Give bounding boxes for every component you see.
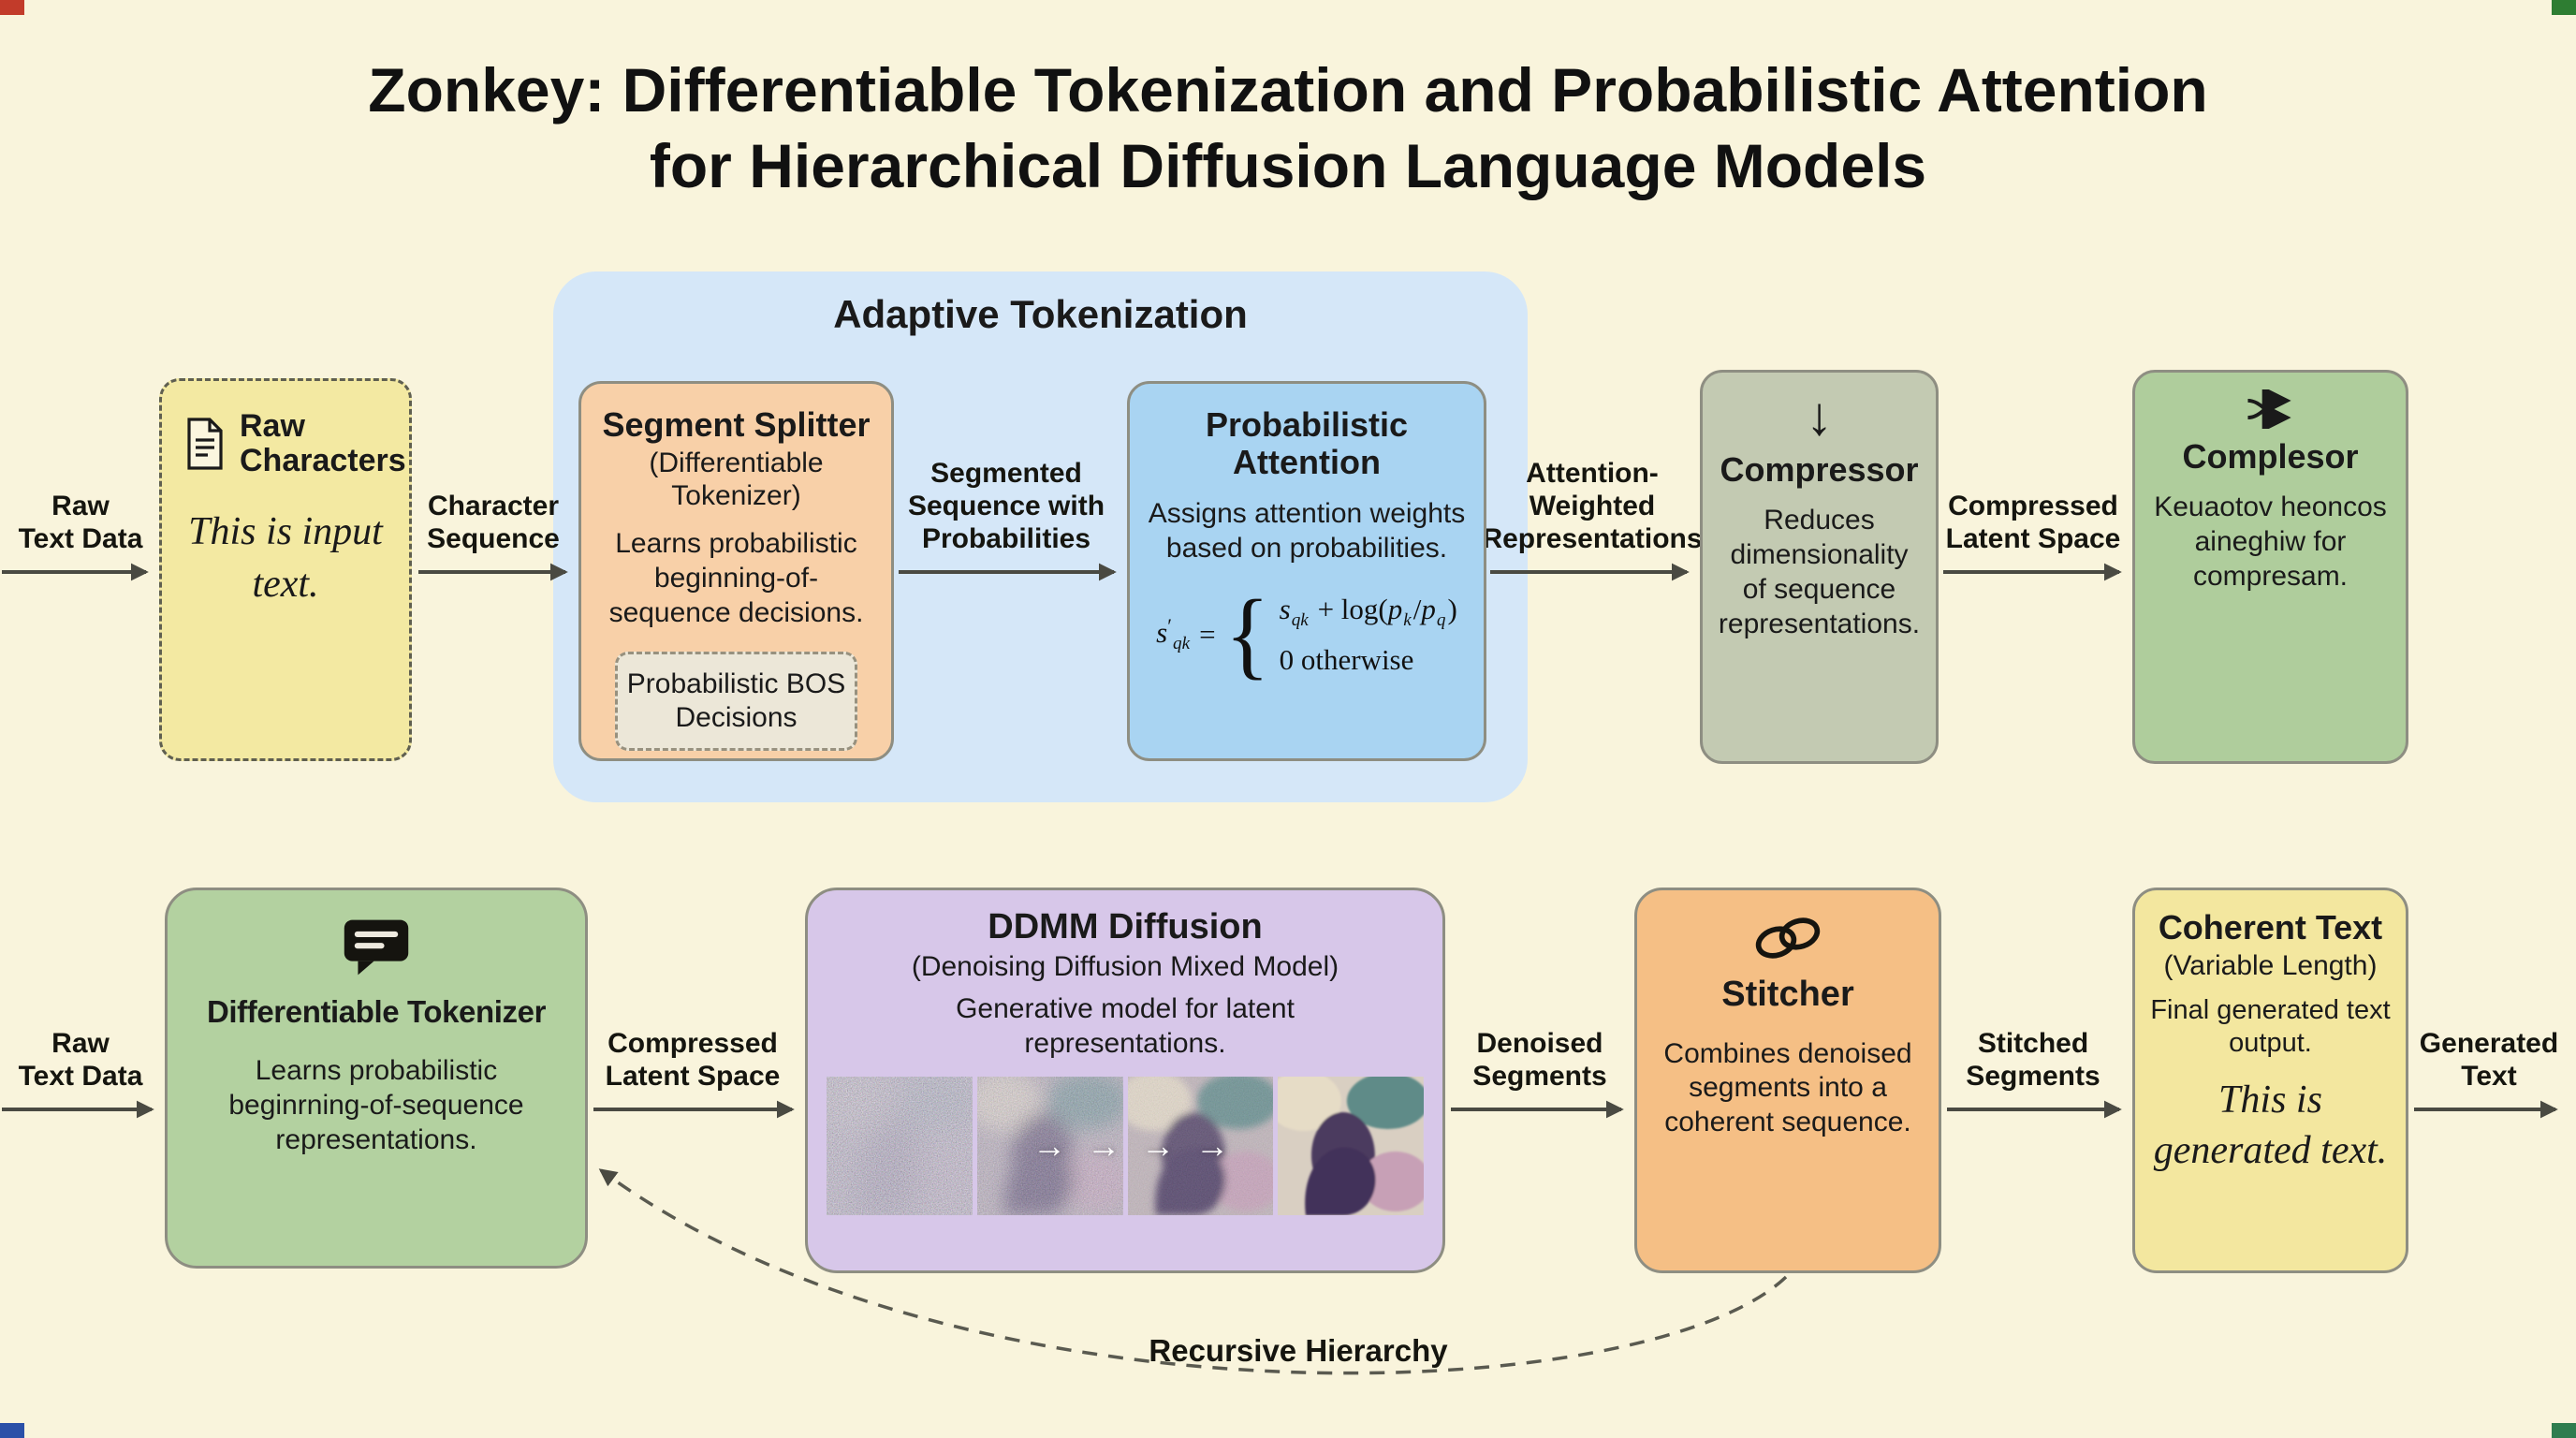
page-title-line2: for Hierarchical Diffusion Language Mode… [649, 130, 1927, 200]
corner-marker [2552, 1423, 2576, 1438]
differentiable-tokenizer-description: Learns probabilistic beginrning-of-seque… [228, 1054, 524, 1155]
segment-splitter-description: Learns probabilistic beginning-of-sequen… [608, 528, 864, 629]
label-attention-weighted: Attention- Weighted Representations [1482, 458, 1703, 555]
speech-bubble-icon [344, 919, 409, 976]
down-arrow-icon: ↓ [1806, 386, 1833, 447]
diffusion-step-3-image [1127, 1076, 1274, 1215]
shuffle-arrows-icon [2247, 389, 2291, 429]
stitcher-description: Combines denoised segments into a cohere… [1663, 1037, 1912, 1138]
differentiable-tokenizer-box: Differentiable Tokenizer Learns probabil… [165, 888, 588, 1269]
segment-splitter-box: Segment Splitter (Differentiable Tokeniz… [578, 381, 894, 761]
chain-link-icon [1755, 917, 1821, 959]
probabilistic-bos-badge: Probabilistic BOS Decisions [614, 651, 858, 751]
diffusion-strip: → → → → [827, 1076, 1424, 1215]
probabilistic-attention-description: Assigns attention weights based on proba… [1148, 497, 1466, 564]
corner-marker [2552, 0, 2576, 15]
ddmm-diffusion-box: DDMM Diffusion (Denoising Diffusion Mixe… [805, 888, 1445, 1273]
label-generated-text: Generated Text [2419, 1028, 2559, 1093]
attention-formula: s′qk = { sqk + log(pk/pq) 0 otherwise [1143, 580, 1471, 690]
corner-marker [0, 0, 24, 15]
label-character-sequence: Character Sequence [427, 491, 560, 555]
formula-equals: = [1199, 617, 1216, 651]
compressor-description: Reduces dimensionality of sequence repre… [1718, 505, 1921, 639]
label-compressed-latent-top: Compressed Latent Space [1945, 491, 2121, 555]
label-raw-text-data-top: Raw Text Data [18, 491, 143, 555]
recursive-hierarchy-arrow [598, 1168, 1788, 1375]
label-segmented-sequence: Segmented Sequence with Probabilities [907, 458, 1105, 555]
label-stitched-segments: Stitched Segments [1966, 1028, 2100, 1093]
diffusion-step-2-image [976, 1076, 1123, 1215]
label-denoised-segments: Denoised Segments [1472, 1028, 1607, 1093]
coherent-text-subtitle: (Variable Length) [2163, 950, 2378, 982]
label-raw-text-data-bottom: Raw Text Data [18, 1028, 143, 1093]
denoising-arrows-icon: → → → → [1032, 1125, 1235, 1165]
coherent-text-box: Coherent Text (Variable Length) Final ge… [2132, 888, 2408, 1273]
complesor-description: Keuaotov heoncos aineghiw for compresam. [2154, 492, 2387, 593]
coherent-text-title: Coherent Text [2158, 908, 2383, 946]
label-recursive-hierarchy: Recursive Hierarchy [1149, 1333, 1448, 1368]
formula-lhs: s′qk [1156, 615, 1191, 653]
stitcher-box: Stitcher Combines denoised segments into… [1634, 888, 1941, 1273]
raw-characters-sample-text: This is input text. [188, 509, 383, 607]
ddmm-title: DDMM Diffusion [988, 907, 1263, 946]
compressor-title: Compressor [1720, 450, 1919, 489]
page-title: Zonkey: Differentiable Tokenization and … [0, 52, 2576, 203]
probabilistic-attention-title: Probabilistic Attention [1205, 405, 1409, 482]
formula-cases: sqk + log(pk/pq) 0 otherwise [1280, 592, 1457, 677]
stitcher-title: Stitcher [1721, 975, 1854, 1014]
raw-characters-box: Raw Characters This is input text. [159, 378, 412, 761]
complesor-box: Complesor Keuaotov heoncos aineghiw for … [2132, 370, 2408, 764]
raw-characters-title: Raw Characters [240, 408, 406, 479]
corner-marker [0, 1423, 24, 1438]
document-icon [187, 418, 223, 470]
ddmm-description: Generative model for latent representati… [956, 993, 1295, 1059]
page-title-line1: Zonkey: Differentiable Tokenization and … [368, 55, 2208, 125]
segment-splitter-subtitle: (Differentiable Tokenizer) [649, 448, 824, 511]
formula-case2: 0 otherwise [1279, 643, 1414, 677]
diffusion-step-1-image [827, 1076, 973, 1215]
probabilistic-attention-box: Probabilistic Attention Assigns attentio… [1127, 381, 1486, 761]
label-compressed-latent-bottom: Compressed Latent Space [605, 1028, 781, 1093]
adaptive-tokenization-title: Adaptive Tokenization [833, 292, 1248, 336]
diffusion-step-4-image [1278, 1076, 1424, 1215]
coherent-text-sample: This is generated text. [2153, 1078, 2388, 1172]
complesor-title: Complesor [2182, 437, 2359, 476]
ddmm-subtitle: (Denoising Diffusion Mixed Model) [911, 950, 1339, 982]
formula-brace: { [1224, 580, 1270, 690]
compressor-box: ↓ Compressor Reduces dimensionality of s… [1700, 370, 1939, 764]
formula-case1: sqk + log(pk/pq) [1279, 593, 1457, 631]
differentiable-tokenizer-title: Differentiable Tokenizer [206, 994, 547, 1029]
segment-splitter-title: Segment Splitter [602, 405, 871, 444]
coherent-text-description: Final generated text output. [2150, 994, 2391, 1059]
